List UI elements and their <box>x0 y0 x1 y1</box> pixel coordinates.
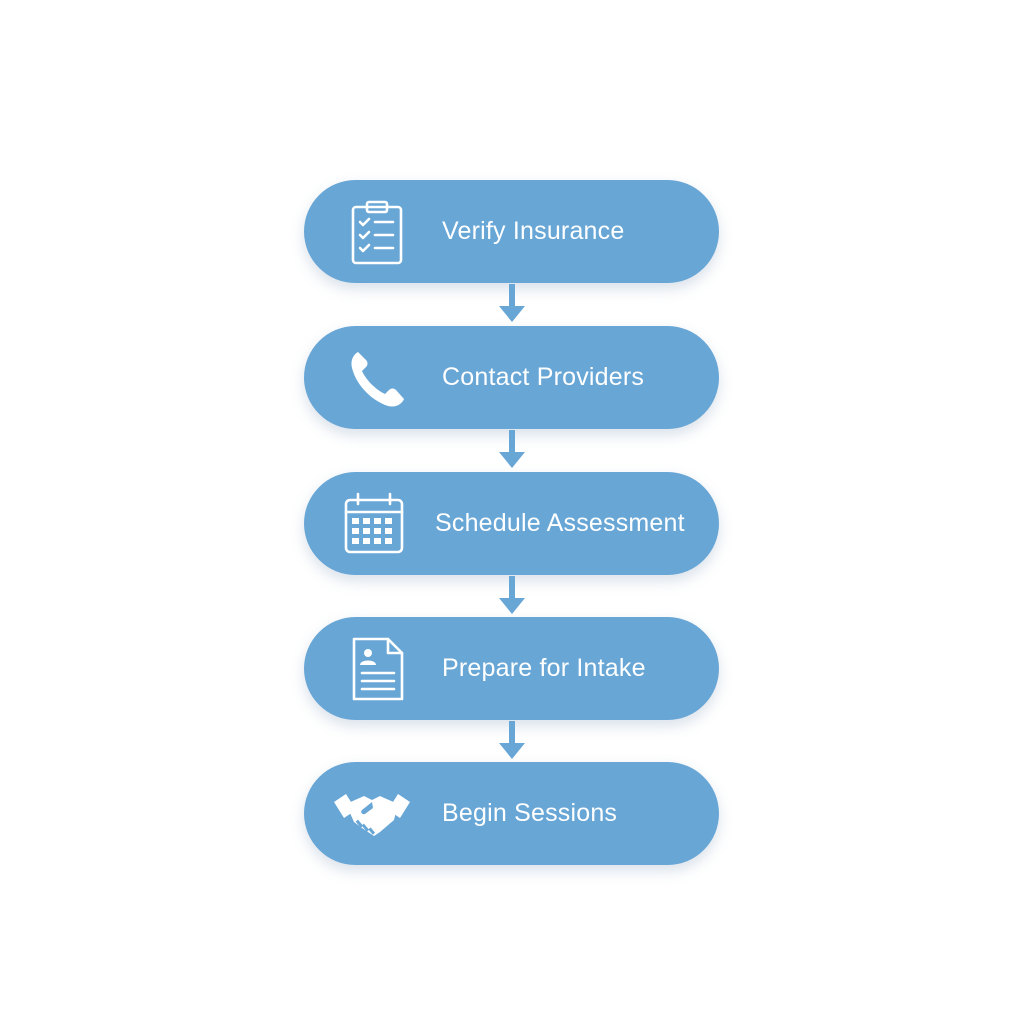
profile-document-icon <box>344 635 412 703</box>
step-label: Verify Insurance <box>442 217 625 245</box>
handshake-icon <box>332 780 412 848</box>
step-label: Contact Providers <box>442 363 645 391</box>
step-schedule-assessment: Schedule Assessment <box>304 472 719 575</box>
arrow-down-icon <box>497 430 527 470</box>
step-label: Schedule Assessment <box>435 509 685 537</box>
step-prepare-for-intake: Prepare for Intake <box>304 617 719 720</box>
arrow-down-icon <box>497 284 527 324</box>
step-begin-sessions: Begin Sessions <box>304 762 719 865</box>
step-label: Prepare for Intake <box>442 654 646 682</box>
arrow-down-icon <box>497 721 527 761</box>
calendar-icon <box>340 490 408 558</box>
step-contact-providers: Contact Providers <box>304 326 719 429</box>
step-verify-insurance: Verify Insurance <box>304 180 719 283</box>
clipboard-checklist-icon <box>344 198 412 266</box>
step-label: Begin Sessions <box>442 799 618 827</box>
phone-icon <box>344 344 412 412</box>
arrow-down-icon <box>497 576 527 616</box>
